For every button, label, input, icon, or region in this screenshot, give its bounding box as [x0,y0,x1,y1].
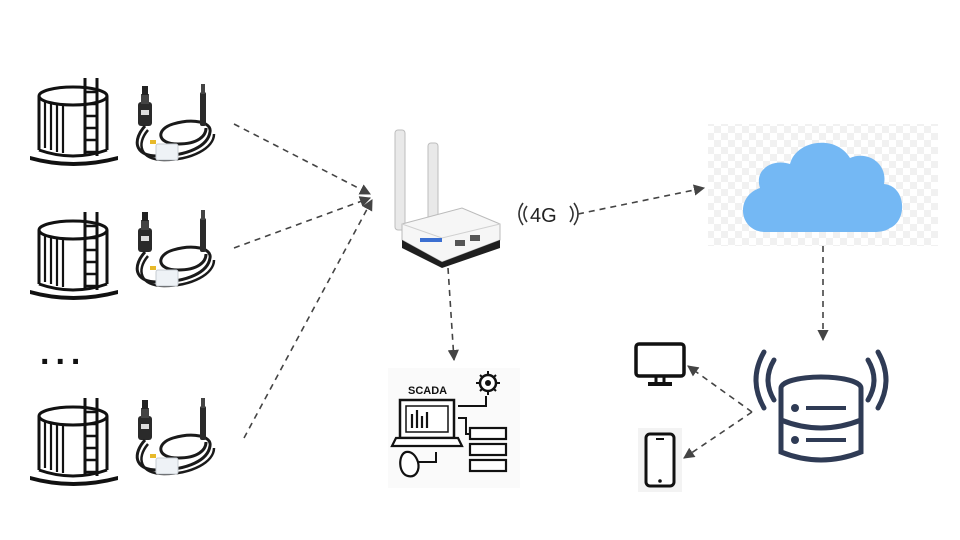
water-tank-icon [28,396,120,488]
scada-workstation-icon: SCADA [390,371,508,478]
4g-signal-label: 4G [518,202,579,227]
level-sensor-icon [135,82,216,162]
database-server-icon [753,349,889,463]
network-label: 4G [530,205,557,227]
router-to-cloud-connector [577,184,706,215]
router-to-scada-connector [447,267,459,362]
smartphone-icon [644,432,676,488]
scada-label: SCADA [408,385,447,397]
sensor-to-router-connector [233,123,371,195]
level-sensor-icon [135,208,216,288]
database-to-phone-connector [683,411,753,459]
monitor-icon [634,342,686,386]
cloud-icon [742,142,903,232]
database-to-monitor-connector [687,365,753,413]
sensor-to-router-connector [233,196,372,249]
4g-router-icon [394,129,501,268]
sensor-to-router-connector [243,199,373,439]
more-sites-ellipsis: ... [40,334,86,372]
level-sensor-icon [135,396,216,476]
water-tank-icon [28,210,120,302]
water-tank-icon [28,76,120,168]
